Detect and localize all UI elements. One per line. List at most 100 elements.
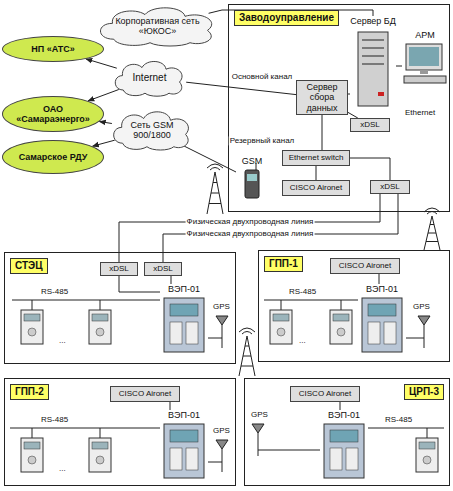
node-label: CISCO Aironet <box>119 389 171 398</box>
meter-symbol <box>416 438 438 472</box>
antenna-tower <box>245 346 249 347</box>
meter-dial <box>423 456 431 464</box>
device-node: АРМ <box>402 30 448 102</box>
controller-module <box>368 322 380 344</box>
rs485-drop <box>32 428 33 438</box>
connector-line <box>379 274 380 284</box>
connector-line <box>348 94 350 95</box>
server-bay <box>362 64 384 65</box>
connector-line <box>99 122 112 124</box>
controller-symbol <box>362 298 402 352</box>
node-label: Сеть GSM 900/1800 <box>124 120 180 141</box>
node-label: GSM <box>242 156 263 166</box>
gps-antenna <box>216 440 228 449</box>
node-label: ВЭП-01 <box>366 284 398 294</box>
site-region: ЦРП-3 CISCO AironetВЭП-01 <box>244 378 450 486</box>
annotation-label: GPS <box>212 302 231 311</box>
controller-module <box>170 322 182 344</box>
annotation-label: ... <box>298 336 307 345</box>
site-title: ЦРП-3 <box>404 384 444 400</box>
controller-module <box>384 322 396 344</box>
network-cloud: Сеть GSM 900/1800 <box>110 108 194 152</box>
meter-display <box>24 314 40 321</box>
antenna-tower <box>211 193 219 194</box>
annotation-label: RS-485 <box>40 287 69 296</box>
device-box: CISCO Aironet <box>290 386 360 402</box>
node-label: НП «АТС» <box>31 44 75 54</box>
device-node: ВЭП-01 <box>358 284 406 356</box>
site-region: СТЭЦxDSLxDSLВЭП-01 <box>4 252 236 364</box>
gps-antenna <box>216 316 228 325</box>
meter-dial <box>28 456 36 464</box>
antenna-tower <box>243 356 251 357</box>
annotation-label: RS-485 <box>288 287 317 296</box>
connector-line <box>171 276 172 284</box>
device-box: Сервер сбора данных <box>296 80 348 115</box>
meter-symbol <box>89 310 111 344</box>
node-label: xDSL <box>380 182 400 191</box>
controller-display <box>368 304 396 316</box>
connector-line <box>119 276 160 292</box>
node-label: Самарское РДУ <box>19 152 88 162</box>
connector-line <box>88 90 119 101</box>
annotation-label: GPS <box>412 302 431 311</box>
device-node: Сервер БД <box>350 16 396 108</box>
controller-module <box>346 448 358 470</box>
server-bay <box>362 40 384 41</box>
controller-display <box>170 430 198 442</box>
rs485-drop <box>281 300 282 310</box>
antenna-tower <box>428 233 436 234</box>
node-label: xDSL <box>109 264 129 273</box>
cloud-outline <box>115 61 182 96</box>
meter-symbol <box>330 310 352 344</box>
site-title: ГПП-2 <box>10 384 49 400</box>
antenna-tower <box>209 203 221 204</box>
organization-oval: Самарское РДУ <box>2 140 104 174</box>
device-box: CISCO Aironet <box>282 180 350 196</box>
antenna-tower <box>430 224 434 225</box>
server-symbol <box>358 32 388 106</box>
connector-line <box>350 158 390 180</box>
gps-cable <box>258 450 320 451</box>
site-title: ГПП-1 <box>264 256 303 272</box>
controller-symbol <box>324 424 364 478</box>
device-node: ВЭП-01 <box>160 410 208 482</box>
meter-display <box>92 314 108 321</box>
antenna-tower <box>213 182 217 183</box>
organization-oval: НП «АТС» <box>2 36 104 62</box>
node-label: CISCO Aironet <box>339 261 391 270</box>
rs485-drop <box>100 300 101 310</box>
meter-symbol <box>270 310 292 344</box>
controller-display <box>330 430 358 442</box>
keyboard-symbol <box>404 76 446 83</box>
meter-dial <box>277 328 285 336</box>
annotation-label: GPS <box>212 426 231 435</box>
connector-line <box>170 402 171 410</box>
gps-antenna <box>252 424 264 433</box>
device-node: GSM <box>236 156 268 204</box>
device-box: xDSL <box>350 118 390 132</box>
controller-display <box>170 304 198 316</box>
node-label: xDSL <box>153 264 173 273</box>
rs485-drop <box>427 428 428 438</box>
node-label: Сервер БД <box>350 16 396 26</box>
connector-line <box>340 402 341 410</box>
site-region: ГПП-2 CISCO AironetВЭП-01 <box>4 378 236 486</box>
annotation-label: ... <box>58 336 67 345</box>
node-label: Сервер сбора данных <box>301 82 343 113</box>
node-label: ВЭП-01 <box>328 410 360 420</box>
connector-line <box>93 140 115 146</box>
node-label: АРМ <box>415 30 434 40</box>
node-label: xDSL <box>360 120 380 129</box>
node-label: Ethernet switch <box>289 153 344 162</box>
meter-dial <box>28 328 36 336</box>
meter-display <box>333 314 349 321</box>
annotation-label: Ethernet <box>404 108 436 117</box>
gps-antenna <box>424 325 425 348</box>
cloud-outline <box>100 8 211 46</box>
network-cloud: Internet <box>112 58 187 98</box>
controller-symbol <box>164 298 204 352</box>
meter-display <box>419 442 435 449</box>
site-title: Заводоуправление <box>234 10 339 26</box>
radio-waves <box>210 168 220 171</box>
